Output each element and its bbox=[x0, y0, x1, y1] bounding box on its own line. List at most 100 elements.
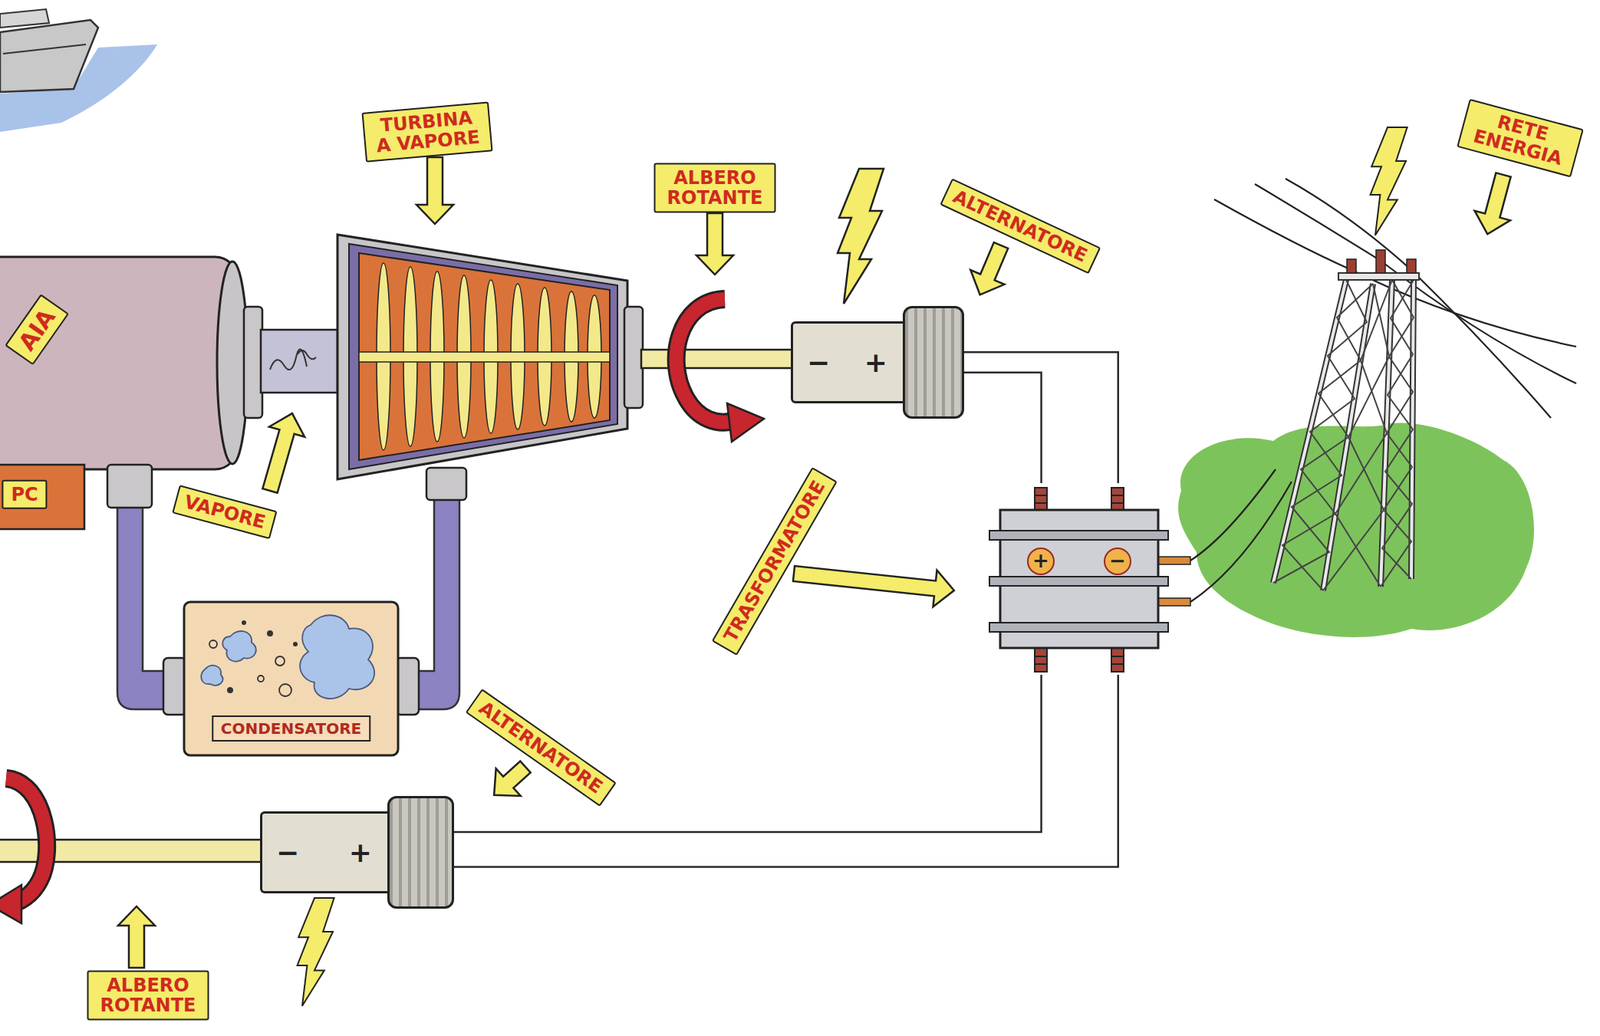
transformer-body bbox=[1034, 495, 1124, 504]
power-line bbox=[1190, 178, 1577, 603]
callout-label: PC bbox=[1, 480, 47, 510]
transformer-body bbox=[1158, 556, 1191, 565]
polarity-sign: − bbox=[276, 836, 300, 869]
condenser-body bbox=[209, 640, 218, 649]
condenser-body bbox=[241, 620, 247, 626]
condenser-body bbox=[275, 656, 285, 666]
transformer-body bbox=[989, 530, 1169, 540]
electric-wire bbox=[454, 674, 1042, 833]
condenser-body bbox=[266, 630, 274, 637]
callout-arrow bbox=[1469, 170, 1521, 240]
boiler bbox=[243, 306, 263, 419]
pylon bbox=[1380, 279, 1414, 587]
pylon bbox=[1273, 279, 1414, 591]
pylon bbox=[1376, 250, 1386, 274]
steam-turbine bbox=[426, 467, 467, 501]
rotation-arrow bbox=[6, 778, 47, 904]
green-hill bbox=[1178, 422, 1535, 638]
pylon bbox=[1273, 250, 1419, 591]
pylon bbox=[1338, 273, 1419, 280]
ship bbox=[3, 44, 86, 54]
transformer-body bbox=[1111, 487, 1124, 511]
callout-label: ALTERNATORE bbox=[939, 177, 1101, 274]
name-plate: CONDENSATORE bbox=[211, 715, 371, 742]
polarity-sign: + bbox=[348, 836, 373, 869]
alternator: −+ bbox=[790, 306, 965, 419]
polarity-sign: + bbox=[864, 346, 888, 379]
transformer: +− bbox=[989, 483, 1169, 675]
callout-label: RETE ENERGIA bbox=[1456, 98, 1584, 178]
pylon bbox=[1323, 279, 1393, 591]
callout-arrow bbox=[696, 213, 734, 275]
condenser-body bbox=[184, 602, 399, 756]
condenser-body bbox=[163, 602, 419, 756]
electric-wire bbox=[964, 352, 1119, 484]
electric-wire bbox=[454, 674, 1119, 868]
rotating-shaft bbox=[641, 349, 795, 369]
electric-wire bbox=[964, 372, 1042, 484]
alternator: −+ bbox=[260, 796, 455, 909]
rotation-arrow bbox=[727, 403, 764, 442]
pylon bbox=[1406, 259, 1416, 274]
callout-arrow bbox=[118, 157, 1521, 968]
alternator-cap bbox=[902, 306, 965, 419]
condenser-body bbox=[257, 675, 264, 682]
steam-turbine bbox=[337, 234, 628, 480]
pylon bbox=[1282, 283, 1373, 591]
boiler bbox=[0, 256, 238, 470]
boiler bbox=[107, 464, 152, 508]
transformer-body bbox=[1034, 656, 1124, 665]
ship bbox=[0, 19, 99, 93]
alternator-body: −+ bbox=[790, 321, 909, 404]
callout-label: VAPORE bbox=[171, 484, 278, 540]
callout-arrow bbox=[791, 555, 956, 610]
lightning-bolt bbox=[297, 898, 335, 1007]
rotating-shaft bbox=[0, 349, 795, 863]
callout-label: ALBERO ROTANTE bbox=[87, 971, 210, 1021]
transformer-body bbox=[1034, 487, 1047, 511]
callout-label: AIA bbox=[4, 294, 70, 366]
steam-turbine bbox=[358, 352, 610, 363]
transformer-body bbox=[989, 576, 1169, 587]
transformer-body bbox=[1158, 598, 1191, 606]
alternator-cap bbox=[387, 796, 455, 909]
condenser-body bbox=[279, 684, 292, 697]
steam-turbine bbox=[348, 243, 618, 470]
condenser: CONDENSATORE bbox=[184, 602, 399, 756]
pylon bbox=[1382, 279, 1414, 580]
pylon bbox=[1346, 259, 1357, 274]
lightning-bolt bbox=[1370, 127, 1408, 236]
condenser-body bbox=[200, 665, 223, 686]
steam-turbine bbox=[358, 253, 610, 461]
ship bbox=[0, 9, 50, 28]
polarity-terminal: − bbox=[1103, 547, 1132, 576]
callout-label: ALTERNATORE bbox=[465, 688, 617, 807]
callout-arrow bbox=[963, 238, 1019, 303]
rotation-arrow bbox=[0, 299, 764, 924]
polarity-sign: − bbox=[806, 346, 830, 379]
rotation-arrow bbox=[6, 778, 47, 904]
transformer-body bbox=[989, 622, 1169, 633]
power-line bbox=[1190, 481, 1292, 603]
polarity-terminal: + bbox=[1027, 547, 1055, 576]
pylon bbox=[1273, 279, 1414, 591]
callout-arrow bbox=[252, 408, 310, 496]
transformer-body bbox=[989, 487, 1191, 672]
steam-pipe bbox=[260, 329, 338, 393]
lightning-bolt bbox=[297, 127, 1408, 1007]
pylon bbox=[1273, 279, 1367, 583]
condenser-body bbox=[222, 631, 257, 662]
condenser-body bbox=[227, 687, 234, 694]
steam-turbine bbox=[337, 234, 643, 501]
power-line bbox=[1285, 178, 1551, 419]
callout-arrow bbox=[416, 157, 454, 224]
lightning-bolt bbox=[837, 168, 884, 304]
steam-turbine bbox=[624, 306, 643, 409]
boiler bbox=[0, 464, 85, 530]
callout-label: TRASFORMATORE bbox=[711, 467, 838, 656]
alternator-body: −+ bbox=[260, 811, 393, 894]
boiler bbox=[0, 256, 263, 530]
pylon bbox=[1273, 279, 1414, 591]
power-line bbox=[1190, 469, 1276, 561]
